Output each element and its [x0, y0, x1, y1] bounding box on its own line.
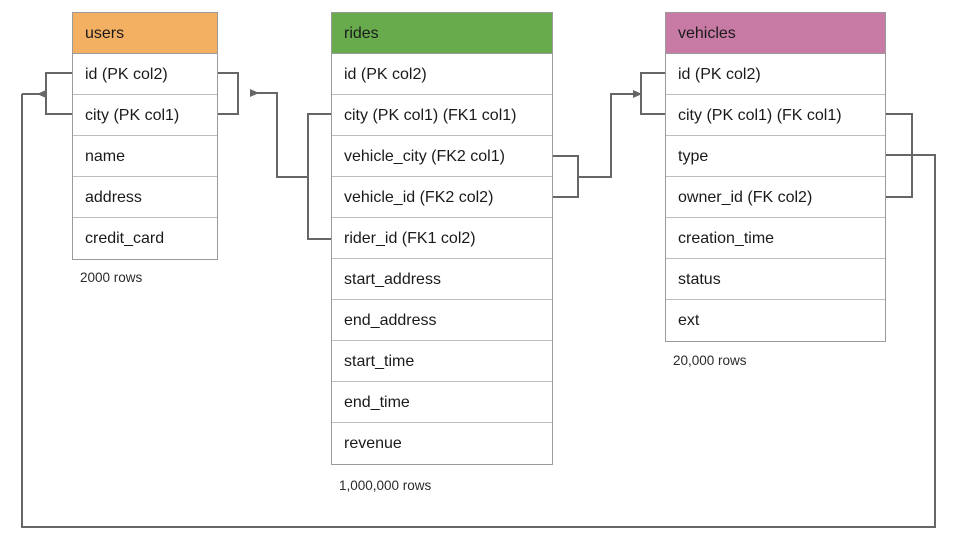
connector-rides-fk2-bracket [553, 155, 579, 198]
table-rides-column-end-address[interactable]: end_address [332, 300, 552, 341]
table-rides-row-count: 1,000,000 rows [339, 478, 432, 493]
table-vehicles-header: vehicles [666, 13, 885, 54]
table-rides-header: rides [332, 13, 552, 54]
table-rides-column-vehicle-id[interactable]: vehicle_id (FK2 col2) [332, 177, 552, 218]
table-vehicles-column-status[interactable]: status [666, 259, 885, 300]
table-rides-column-vehicle-city[interactable]: vehicle_city (FK2 col1) [332, 136, 552, 177]
table-rides-column-start-time[interactable]: start_time [332, 341, 552, 382]
connector-vehicles-right-bracket [886, 113, 935, 198]
table-vehicles-column-ext[interactable]: ext [666, 300, 885, 341]
table-users-row-count: 2000 rows [80, 270, 143, 285]
connector-rides-fk2-to-vehicles [578, 90, 642, 178]
table-users-column-credit-card[interactable]: credit_card [73, 218, 217, 259]
table-rides-column-revenue[interactable]: revenue [332, 423, 552, 464]
table-users-column-address[interactable]: address [73, 177, 217, 218]
table-vehicles-column-owner-id[interactable]: owner_id (FK col2) [666, 177, 885, 218]
table-vehicles[interactable]: vehicles id (PK col2) city (PK col1) (FK… [665, 12, 886, 342]
table-users[interactable]: users id (PK col2) city (PK col1) name a… [72, 12, 218, 260]
table-rides-column-end-time[interactable]: end_time [332, 382, 552, 423]
table-vehicles-column-id[interactable]: id (PK col2) [666, 54, 885, 95]
connector-vehicles-left-bracket [640, 72, 665, 115]
table-users-column-city[interactable]: city (PK col1) [73, 95, 217, 136]
connector-users-right-bracket [218, 72, 239, 115]
table-users-header: users [73, 13, 217, 54]
table-users-column-id[interactable]: id (PK col2) [73, 54, 217, 95]
table-rides-column-rider-id[interactable]: rider_id (FK1 col2) [332, 218, 552, 259]
connector-users-left-bracket [45, 72, 72, 115]
table-vehicles-column-creation-time[interactable]: creation_time [666, 218, 885, 259]
connector-rides-fk1-to-users [250, 89, 331, 240]
table-vehicles-column-type[interactable]: type [666, 136, 885, 177]
table-rides-column-id[interactable]: id (PK col2) [332, 54, 552, 95]
table-vehicles-column-city[interactable]: city (PK col1) (FK col1) [666, 95, 885, 136]
table-rides[interactable]: rides id (PK col2) city (PK col1) (FK1 c… [331, 12, 553, 465]
table-users-column-name[interactable]: name [73, 136, 217, 177]
table-rides-column-city[interactable]: city (PK col1) (FK1 col1) [332, 95, 552, 136]
table-vehicles-row-count: 20,000 rows [673, 353, 747, 368]
table-rides-column-start-address[interactable]: start_address [332, 259, 552, 300]
